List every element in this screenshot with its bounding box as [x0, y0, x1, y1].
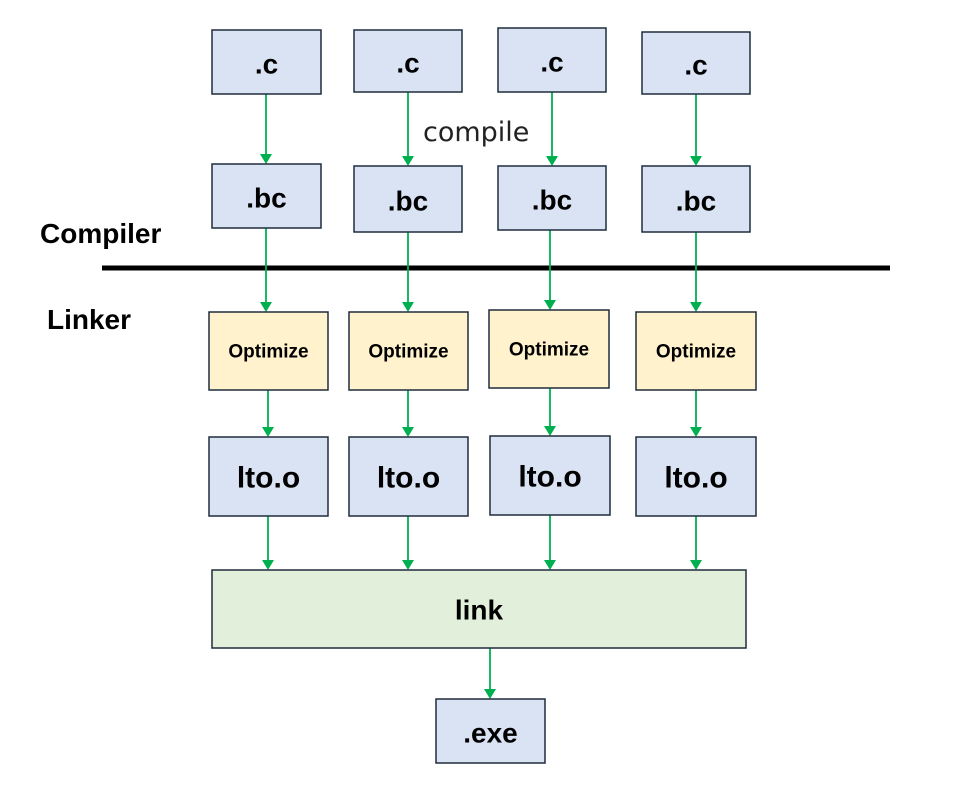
- optimize-label: Optimize: [368, 342, 448, 363]
- arrows: [260, 92, 702, 699]
- link-label: link: [455, 595, 504, 626]
- connector-arrowhead: [690, 560, 702, 570]
- compile-note: compile: [423, 117, 529, 148]
- source-file-4: .c: [641, 31, 751, 95]
- connector-arrowhead: [262, 427, 274, 437]
- lto-object-1: lto.o: [208, 436, 329, 517]
- optimize-box-3: Optimize: [488, 309, 610, 389]
- source-file-2: .c: [353, 29, 463, 93]
- connector-arrowhead: [690, 302, 702, 312]
- lto-object-label: lto.o: [518, 461, 581, 494]
- connector-arrowhead: [260, 154, 272, 164]
- source-file-label: .c: [684, 50, 707, 81]
- link-box: link: [211, 569, 747, 649]
- lto-object-4: lto.o: [635, 436, 757, 517]
- lto-object-2: lto.o: [348, 436, 469, 517]
- optimize-box-4: Optimize: [635, 311, 757, 391]
- lto-object-label: lto.o: [237, 462, 300, 495]
- source-file-label: .c: [396, 48, 419, 79]
- connector-arrowhead: [402, 560, 414, 570]
- connector-arrowhead: [262, 560, 274, 570]
- connector-arrowhead: [690, 427, 702, 437]
- executable-label: .exe: [463, 718, 518, 749]
- bitcode-file-label: .bc: [246, 183, 286, 214]
- connector-arrowhead: [402, 427, 414, 437]
- source-file-label: .c: [540, 47, 563, 78]
- bitcode-file-2: .bc: [353, 165, 463, 233]
- bitcode-file-label: .bc: [388, 186, 428, 217]
- optimize-box-2: Optimize: [348, 311, 469, 391]
- bitcode-file-3: .bc: [497, 165, 607, 231]
- connector-arrowhead: [546, 156, 558, 166]
- connector-arrowhead: [544, 426, 556, 436]
- lto-object-3: lto.o: [489, 435, 611, 516]
- optimize-box-1: Optimize: [208, 311, 329, 391]
- lto-object-label: lto.o: [377, 462, 440, 495]
- connector-arrowhead: [544, 300, 556, 310]
- optimize-label: Optimize: [509, 340, 589, 361]
- bitcode-file-4: .bc: [641, 165, 751, 233]
- bitcode-file-label: .bc: [532, 185, 572, 216]
- compiler-stage-label: Compiler: [40, 218, 161, 249]
- connector-arrowhead: [260, 302, 272, 312]
- optimize-label: Optimize: [656, 342, 736, 363]
- connector-arrowhead: [402, 302, 414, 312]
- source-file-3: .c: [497, 27, 607, 93]
- connector-arrowhead: [484, 689, 496, 699]
- source-file-1: .c: [211, 29, 322, 95]
- linker-stage-label: Linker: [47, 304, 131, 335]
- optimize-label: Optimize: [228, 342, 308, 363]
- connector-arrowhead: [690, 156, 702, 166]
- connector-arrowhead: [544, 560, 556, 570]
- executable-output: .exe: [435, 698, 546, 764]
- source-file-label: .c: [255, 49, 278, 80]
- bitcode-file-1: .bc: [211, 163, 322, 229]
- connector-arrowhead: [402, 156, 414, 166]
- bitcode-file-label: .bc: [676, 186, 716, 217]
- lto-object-label: lto.o: [664, 462, 727, 495]
